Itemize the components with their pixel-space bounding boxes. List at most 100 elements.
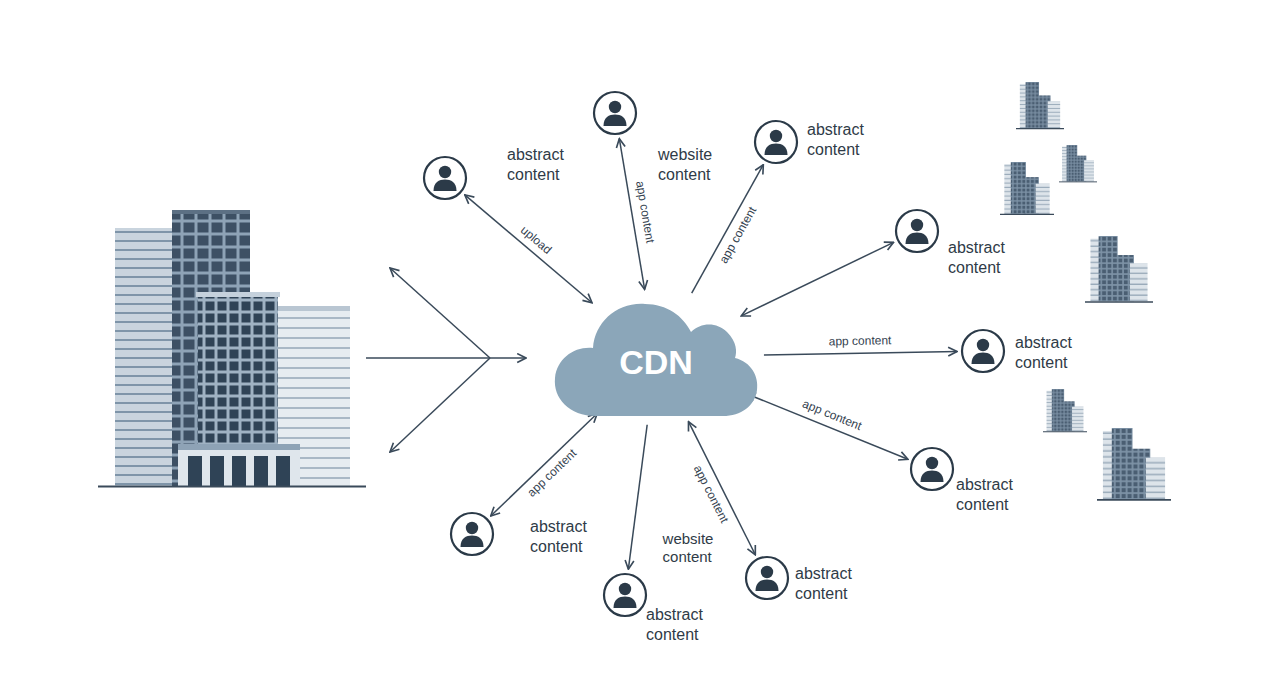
user-ring — [755, 121, 797, 163]
user-ring — [746, 557, 788, 599]
door — [188, 456, 202, 486]
small-building — [1016, 82, 1064, 129]
user-body — [972, 353, 995, 365]
user-text-group: abstract content — [948, 238, 1005, 277]
user-icon — [909, 446, 955, 492]
light-block — [268, 310, 350, 486]
user-icon — [449, 511, 495, 557]
user-node: abstract content — [420, 143, 566, 203]
edge-label: app content — [690, 461, 733, 527]
user-icon — [602, 572, 648, 618]
user-label: abstract content — [795, 564, 852, 603]
headquarters-building — [98, 210, 366, 487]
user-head — [466, 522, 478, 534]
user-text-group: abstract content — [795, 564, 852, 603]
edge-label: app content — [715, 202, 760, 267]
user-ring — [594, 92, 636, 134]
user-label: abstract content — [956, 475, 1013, 514]
user-label: abstract content — [646, 605, 703, 644]
user-label: abstract content — [530, 517, 587, 556]
mid-block — [198, 296, 278, 486]
edge-label: app content — [632, 178, 657, 246]
user-body — [921, 471, 944, 483]
user-node: abstract content — [447, 509, 589, 559]
user-text-group: abstract content — [530, 517, 587, 556]
user-head — [439, 166, 451, 178]
small-building — [1059, 145, 1097, 182]
user-body — [461, 536, 484, 548]
connector — [692, 165, 764, 293]
small-building — [1085, 236, 1153, 302]
user-icon — [753, 119, 799, 165]
cdn-label: CDN — [619, 343, 693, 382]
tower-roof — [172, 210, 250, 214]
cdn-cloud: CDN — [551, 292, 761, 418]
user-node: abstract content — [751, 117, 866, 167]
remote-buildings — [1000, 82, 1171, 500]
connector — [465, 195, 592, 303]
user-ring — [911, 448, 953, 490]
door — [276, 456, 290, 486]
entrance — [178, 444, 300, 486]
edge-label: upload — [516, 221, 556, 258]
connector — [746, 394, 908, 460]
user-body — [765, 144, 788, 156]
door — [232, 456, 246, 486]
edge-label: app content — [523, 445, 581, 502]
user-label: website content — [658, 145, 712, 184]
user-ring — [896, 210, 938, 252]
light-roof — [268, 306, 350, 311]
user-text-group: abstract content — [956, 475, 1013, 514]
distribution-arrows — [366, 268, 526, 452]
canopy — [178, 444, 300, 450]
user-icon — [744, 555, 790, 601]
cloud-outline — [555, 304, 757, 416]
user-node: website content — [590, 88, 714, 186]
connector — [741, 242, 893, 316]
user-node: abstract content — [600, 570, 705, 646]
user-body — [434, 180, 457, 192]
user-node: abstract content — [742, 553, 854, 605]
user-head — [926, 457, 938, 469]
user-body — [614, 597, 637, 609]
user-text-group: abstract content — [646, 605, 703, 644]
user-icon — [894, 208, 940, 254]
arrow-line — [390, 268, 490, 358]
ground-line — [98, 486, 366, 488]
user-head — [609, 101, 621, 113]
arrow-line — [366, 357, 526, 359]
user-body — [604, 115, 627, 127]
user-head — [770, 130, 782, 142]
small-building — [1097, 428, 1171, 500]
edge-label: app content — [798, 396, 865, 434]
user-icon — [960, 328, 1006, 374]
user-body — [756, 580, 779, 592]
user-body — [906, 233, 929, 245]
user-text-group: abstract content — [807, 120, 864, 159]
door — [210, 456, 224, 486]
user-label: abstract content — [1015, 333, 1072, 372]
user-node: abstract content — [958, 326, 1074, 376]
small-building — [1043, 389, 1087, 432]
connector — [764, 351, 957, 355]
user-node: abstract content — [907, 444, 1015, 516]
user-icon — [422, 155, 468, 201]
user-ring — [451, 513, 493, 555]
edge-label: app content — [827, 333, 894, 349]
user-head — [911, 219, 923, 231]
user-head — [977, 339, 989, 351]
mid-roof — [196, 292, 280, 297]
user-text-group: abstract content — [1015, 333, 1072, 372]
user-label: abstract content — [507, 145, 564, 184]
tower-side — [115, 228, 177, 486]
small-building — [1000, 162, 1054, 214]
connector — [491, 414, 597, 516]
user-label: abstract content — [948, 238, 1005, 277]
edge-label: website content — [661, 530, 716, 566]
arrow-line — [390, 358, 490, 452]
user-node: abstract content — [892, 206, 1007, 279]
connector — [628, 425, 647, 569]
user-text-group: website content — [658, 145, 712, 184]
user-ring — [424, 157, 466, 199]
user-head — [619, 583, 631, 595]
